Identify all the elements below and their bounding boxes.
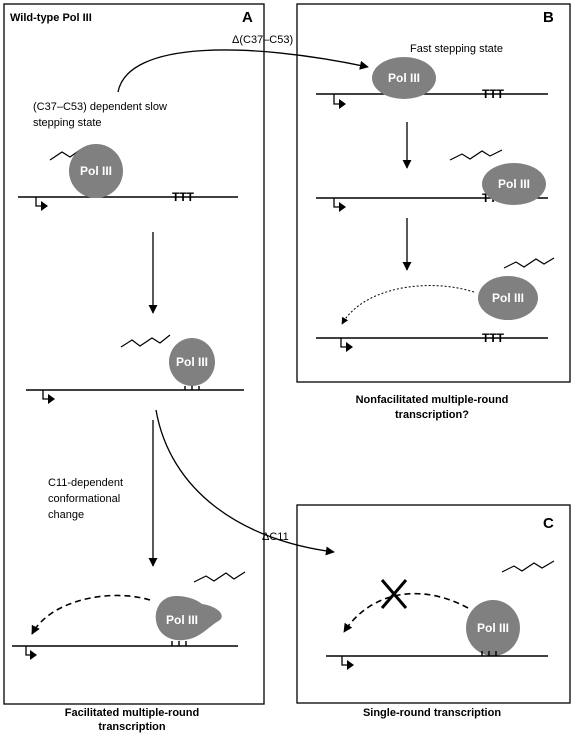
rna-transcript <box>193 571 246 583</box>
panel-a-caption-2: transcription <box>98 721 166 733</box>
block-cross-icon <box>380 579 408 609</box>
c11-change-label: C11-dependent <box>48 477 123 489</box>
pol-iii-ellipse <box>69 144 123 198</box>
blocked-reinitiation-arrow <box>343 592 469 633</box>
terminator-ticks <box>171 641 187 646</box>
terminator-ticks <box>184 386 200 390</box>
rna-transcript <box>120 334 171 348</box>
terminator-label: TTT <box>482 331 505 345</box>
slow-state-label: (C37–C53) dependent slow <box>33 101 167 113</box>
promoter-arrowhead-icon <box>346 342 353 352</box>
reinitiation-arrow <box>341 285 475 325</box>
deletion-c11-label: ΔC11 <box>262 531 289 543</box>
panel-c-letter: C <box>543 515 554 532</box>
reinitiation-arrow <box>31 594 151 635</box>
pol-iii-label: Pol III <box>477 621 509 635</box>
panel-b-caption: Nonfacilitated multiple-round <box>356 394 509 406</box>
promoter-arrowhead-icon <box>339 202 346 212</box>
panel-a-letter: A <box>242 9 253 26</box>
pol-iii-label: Pol III <box>176 355 208 369</box>
pol-iii-ellipse <box>466 600 520 656</box>
terminator-label: TTT <box>172 190 195 204</box>
c11-change-label-3: change <box>48 509 84 521</box>
panel-b-frame <box>296 3 571 383</box>
c11-change-label-2: conformational <box>48 493 120 505</box>
deletion-c11-arrow <box>155 409 335 556</box>
pol-iii-ellipse <box>372 57 436 99</box>
pol-iii-label: Pol III <box>388 71 420 85</box>
promoter-arrowhead-icon <box>347 660 354 670</box>
pol-iii-label: Pol III <box>498 177 530 191</box>
pol-iii-ellipse <box>482 163 546 205</box>
promoter-arrowhead-icon <box>48 394 55 404</box>
pol-iii-conformational-shape <box>155 596 222 641</box>
pol-iii-label: Pol III <box>80 164 112 178</box>
terminator-ticks <box>481 651 497 656</box>
promoter-arrowhead-icon <box>30 650 37 660</box>
deletion-c37-c53-arrow <box>117 49 369 93</box>
promoter-arrowhead-icon <box>339 99 346 109</box>
slow-state-label-2: stepping state <box>33 117 102 129</box>
panel-c-caption: Single-round transcription <box>363 707 501 719</box>
rna-transcript <box>501 560 555 573</box>
pol-iii-ellipse <box>478 276 538 320</box>
panel-c-frame <box>296 504 571 704</box>
panel-b-caption-2: transcription? <box>395 409 469 421</box>
panel-b-letter: B <box>543 9 554 26</box>
pol-iii-label: Pol III <box>166 613 198 627</box>
pol-iii-label: Pol III <box>492 291 524 305</box>
panel-a-title: Wild-type Pol III <box>10 12 92 24</box>
panel-a-caption: Facilitated multiple-round <box>65 707 199 719</box>
panel-a-frame <box>3 3 265 705</box>
rna-transcript <box>449 149 503 161</box>
pol-iii-ellipse <box>169 338 215 386</box>
terminator-label: TTT <box>482 87 505 101</box>
fast-state-label: Fast stepping state <box>410 43 503 55</box>
rna-transcript <box>503 257 555 269</box>
deletion-c37-c53-label: Δ(C37–C53) <box>232 34 293 46</box>
promoter-arrowhead-icon <box>41 201 48 211</box>
